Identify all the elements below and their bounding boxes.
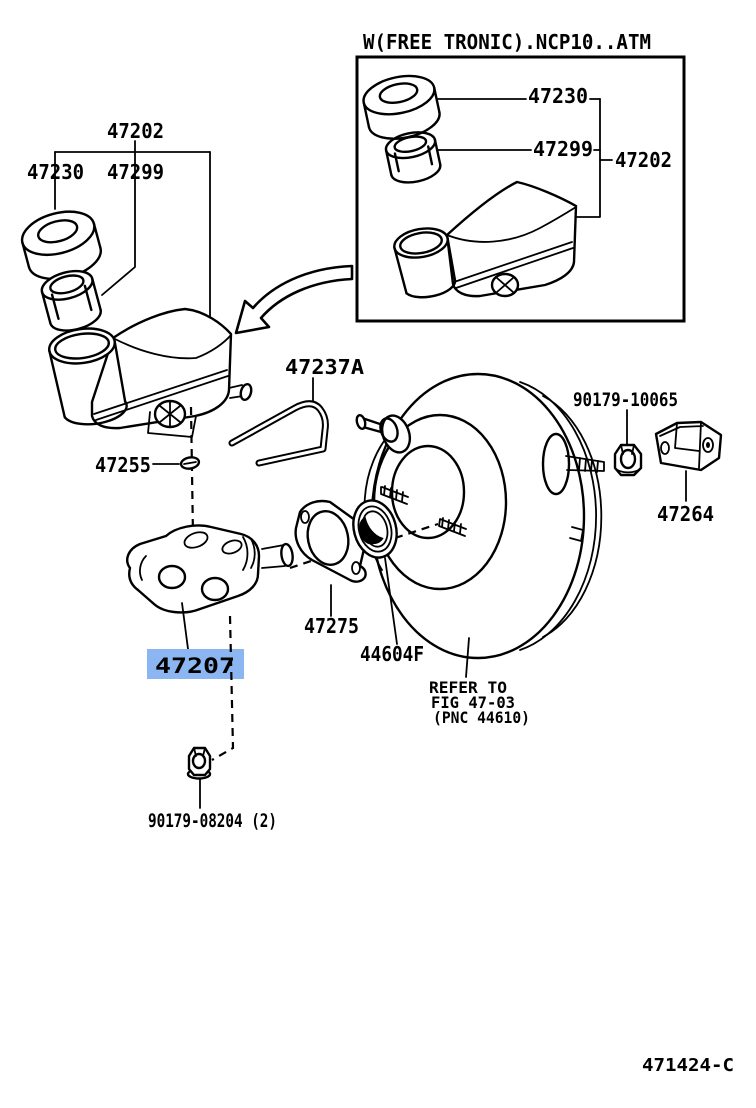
part-label-cap[interactable]: 47230 — [27, 160, 84, 184]
gasket-group: 47275 — [294, 499, 367, 638]
inset-part-label-cap[interactable]: 47230 — [528, 84, 588, 108]
part-label-seal[interactable]: 44604F — [360, 642, 424, 666]
booster-nut-drawing — [613, 443, 643, 477]
booster-ref-leader — [465, 637, 470, 678]
brake-booster-drawing — [355, 372, 605, 660]
booster-ref-line3: (PNC 44610) — [433, 708, 530, 727]
part-label-clamp[interactable]: 47237A — [285, 355, 364, 379]
part-label-bracket[interactable]: 47264 — [657, 502, 714, 526]
part-label-gasket[interactable]: 47275 — [304, 614, 359, 638]
inset-variant-panel: W(FREE TRONIC).NCP10..ATM — [355, 30, 686, 323]
seal-group: 44604F — [352, 499, 424, 666]
inset-part-label-strainer[interactable]: 47299 — [533, 137, 593, 161]
inset-pointer-arrow — [234, 264, 354, 335]
inset-reservoir-cap-drawing — [362, 74, 441, 140]
part-label-grommet[interactable]: 47255 — [95, 453, 151, 477]
figure-code-label: 471424-C — [642, 1055, 734, 1076]
clamp-wire-drawing — [228, 400, 329, 467]
reservoir-tank-drawing — [48, 307, 253, 438]
booster-ref-line2: FIG 47-03 — [431, 693, 515, 712]
push-rod-drawing — [541, 432, 605, 496]
booster-reference-group: REFER TO FIG 47-03 (PNC 44610) — [429, 637, 530, 727]
inset-leader-lines — [436, 98, 613, 218]
cylinder-nut-group: 90179-08204 (2) — [148, 746, 277, 832]
variant-note-label: W(FREE TRONIC).NCP10..ATM — [363, 30, 651, 54]
seal-drawing — [352, 499, 398, 559]
booster-tab — [569, 526, 584, 542]
part-label-master-cylinder[interactable]: 47207 — [155, 654, 235, 678]
main-reservoir-group: 47202 47230 47299 — [20, 119, 253, 438]
grommet-group: 47255 — [95, 453, 201, 477]
grommet-centerline — [189, 406, 195, 537]
gasket-plate-drawing — [294, 499, 367, 583]
nut-centerline — [211, 615, 235, 761]
highlight-box[interactable] — [147, 649, 244, 679]
part-label-strainer[interactable]: 47299 — [107, 160, 164, 184]
clamp-group: 47237A — [228, 355, 364, 467]
inset-reservoir-tank-drawing — [393, 180, 578, 299]
check-valve-drawing — [355, 413, 412, 454]
bracket-drawing — [654, 420, 723, 472]
reservoir-leader-lines — [54, 140, 211, 321]
part-label-cylinder-nut[interactable]: 90179-08204 (2) — [148, 810, 277, 832]
master-cylinder-drawing — [126, 524, 294, 614]
selected-part-label[interactable]: 47207 — [147, 649, 244, 679]
inset-part-label-reservoir-assy[interactable]: 47202 — [615, 148, 672, 172]
mounting-studs-drawing — [380, 485, 467, 537]
bracket-group: 47264 — [654, 420, 723, 526]
part-label-booster-nut[interactable]: 90179-10065 — [573, 389, 678, 411]
reservoir-cap-drawing — [20, 210, 102, 281]
seal-leader — [384, 557, 398, 645]
cylinder-nut-drawing — [186, 746, 212, 780]
booster-nut-group: 90179-10065 — [573, 389, 678, 477]
inset-strainer-drawing — [384, 131, 442, 184]
master-cylinder-group: 47207 — [126, 524, 294, 679]
part-label-reservoir-assy[interactable]: 47202 — [107, 119, 164, 143]
master-cylinder-leader — [181, 602, 189, 650]
booster-ref-line1: REFER TO — [429, 678, 507, 697]
inset-box — [355, 55, 686, 323]
strainer-drawing — [40, 269, 102, 332]
